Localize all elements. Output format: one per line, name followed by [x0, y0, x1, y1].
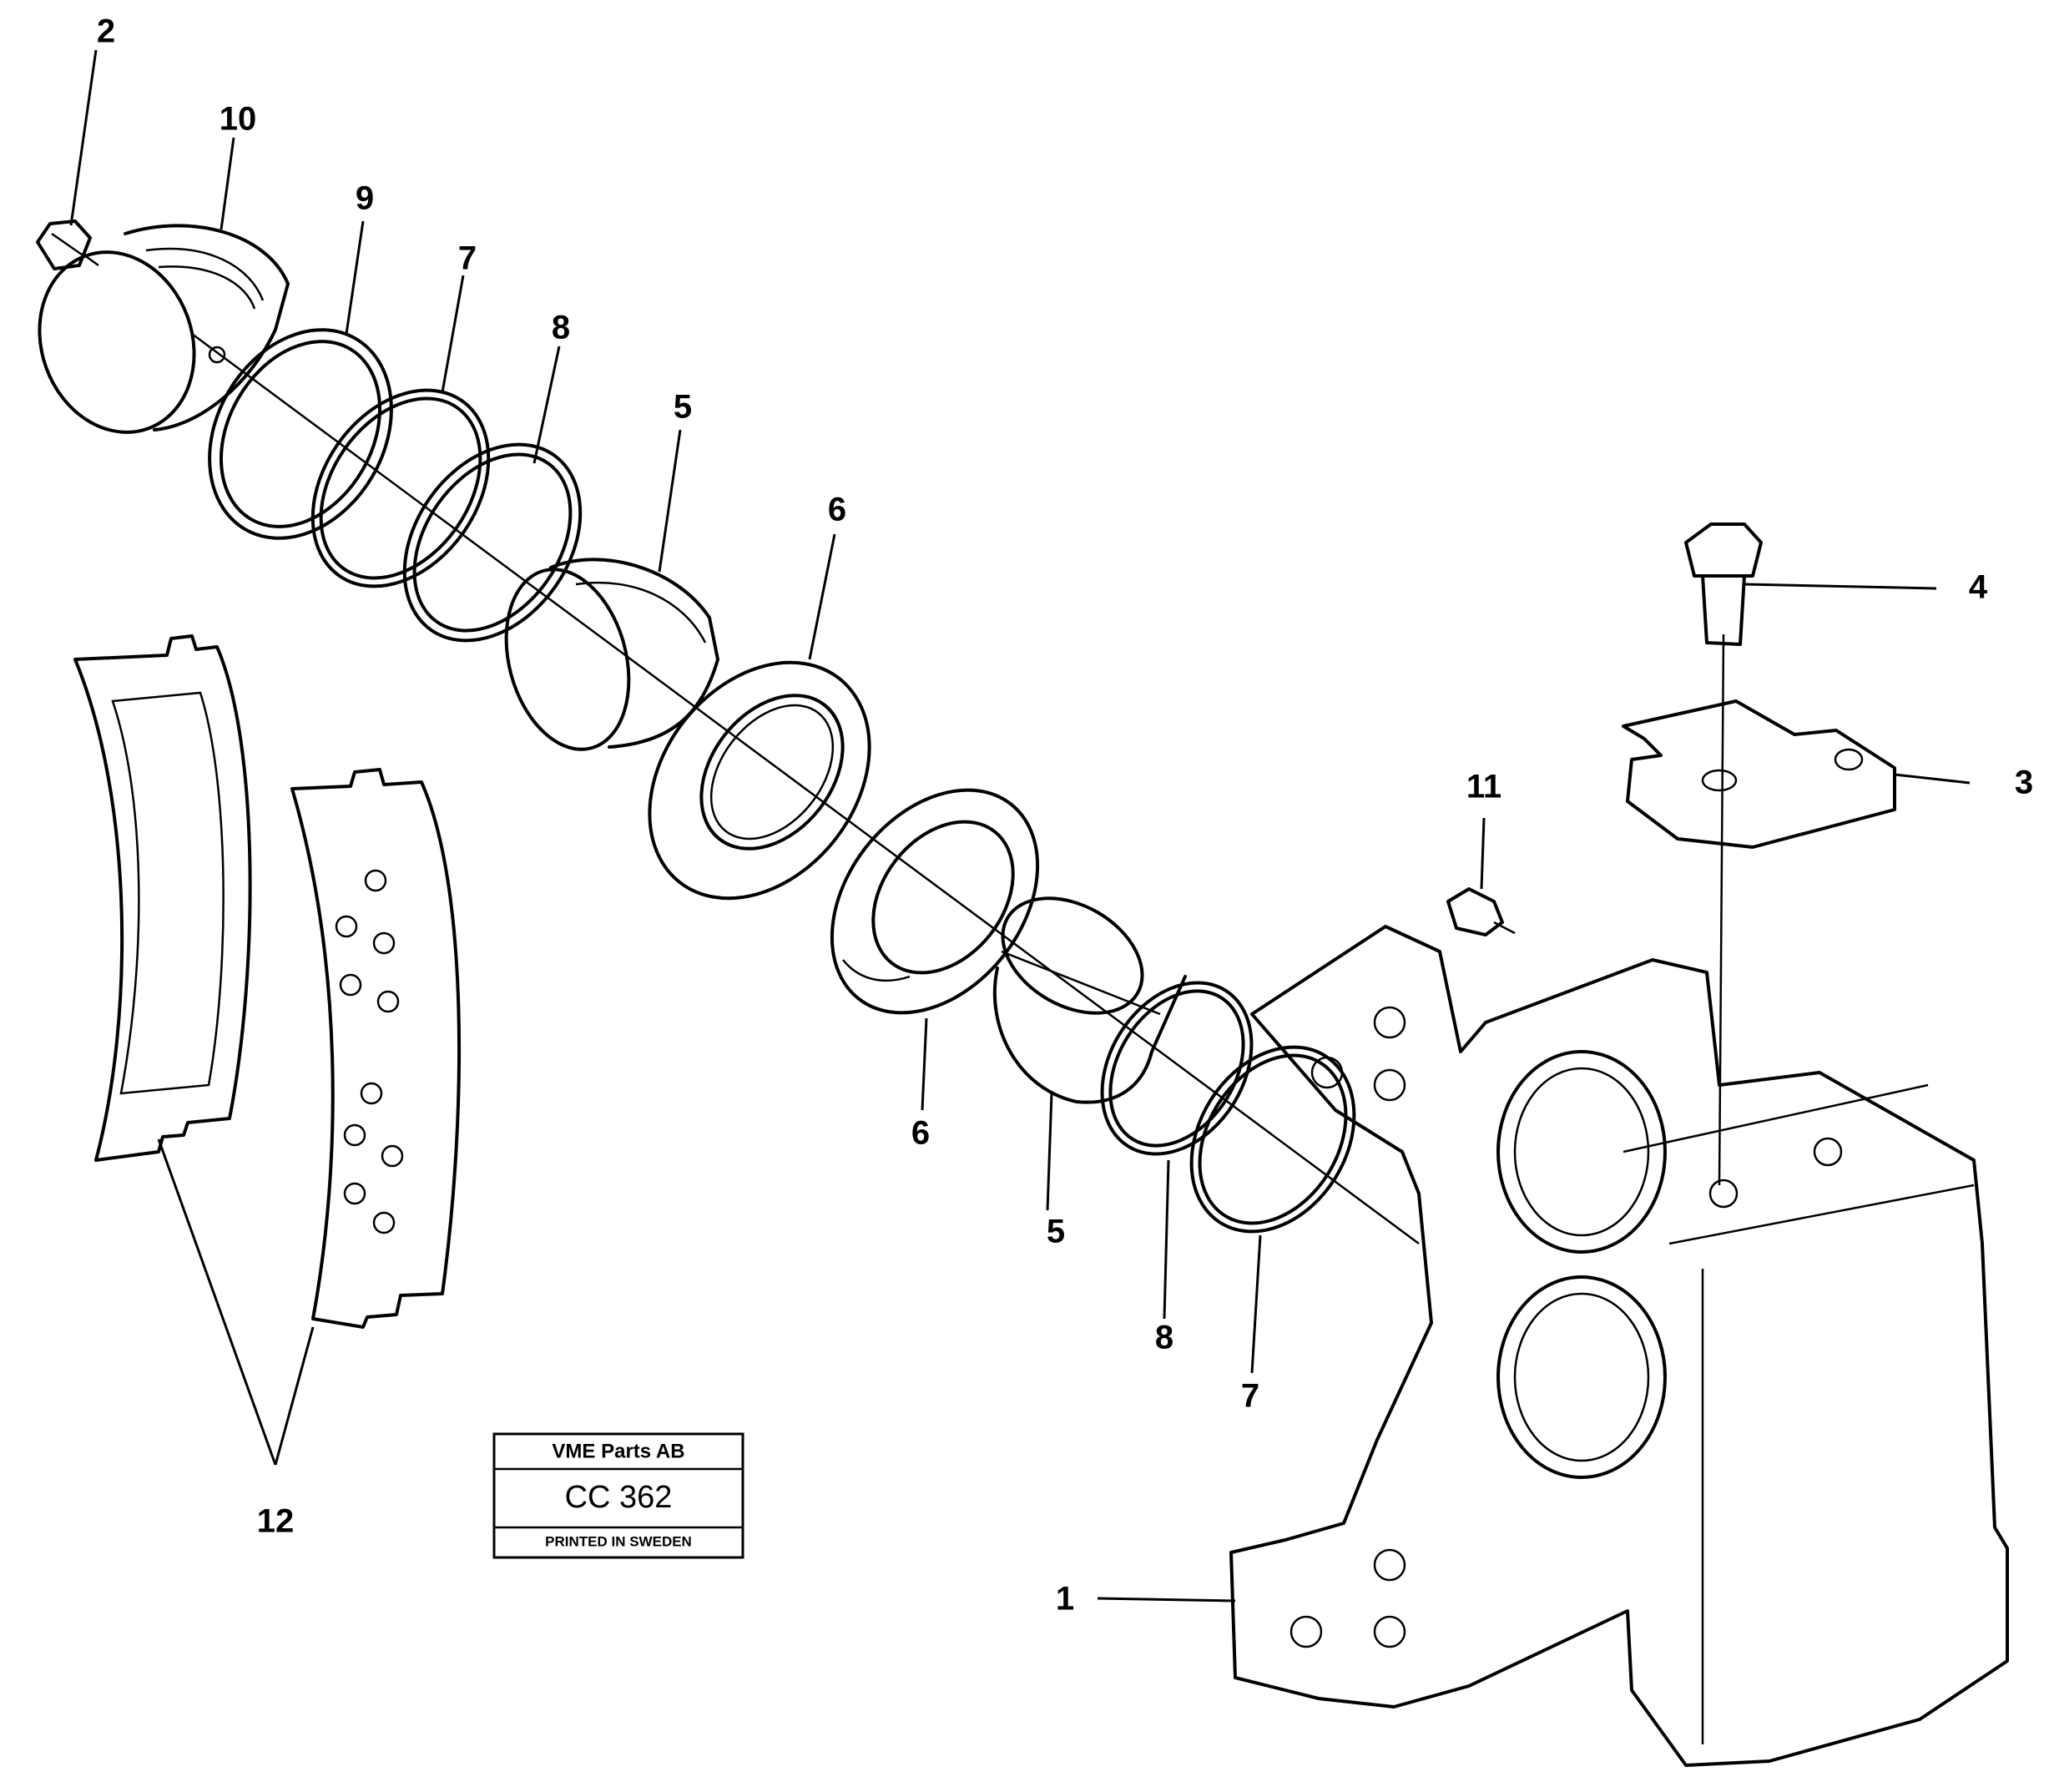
- callout-1: 1: [1056, 1581, 1074, 1618]
- leader-8a: [532, 346, 561, 464]
- callout-6b: 6: [911, 1115, 930, 1152]
- piston-lower-part: [992, 896, 1187, 1104]
- leader-8b: [1163, 1159, 1170, 1320]
- leader-6a: [808, 533, 836, 660]
- leader-1: [1097, 1597, 1236, 1603]
- grease-nipple-part: [1446, 887, 1516, 936]
- leader-5a: [658, 429, 682, 573]
- leader-7b: [1250, 1234, 1262, 1374]
- seal-ring-part: [208, 328, 393, 540]
- callout-2: 2: [97, 13, 115, 50]
- stamp-code: CC 362: [565, 1480, 673, 1515]
- piston-upper-part: [504, 558, 719, 751]
- stamp-company: VME Parts AB: [552, 1440, 684, 1462]
- callout-8b: 8: [1155, 1320, 1173, 1356]
- o-ring-upper-part: [310, 388, 491, 588]
- callout-5a: 5: [674, 389, 692, 426]
- bolt-axis: [1718, 634, 1725, 1186]
- stamp-printed: PRINTED IN SWEDEN: [545, 1533, 692, 1549]
- brake-pad-right-part: [290, 768, 462, 1329]
- leader-7a: [441, 275, 465, 393]
- callout-3: 3: [2015, 765, 2033, 801]
- leader-10: [220, 137, 235, 230]
- leader-6b: [921, 1017, 928, 1111]
- leader-12b: [274, 1326, 315, 1466]
- brake-pad-left-part: [73, 634, 252, 1162]
- leader-11: [1480, 817, 1486, 890]
- callout-4: 4: [1969, 569, 1988, 606]
- leader-3: [1894, 773, 1971, 785]
- leader-12a: [157, 1138, 277, 1466]
- callout-9: 9: [356, 180, 374, 217]
- caliper-body-part: [1229, 925, 2009, 1767]
- callout-8a: 8: [552, 310, 570, 346]
- retaining-plate-part: [1622, 699, 1896, 849]
- callout-10: 10: [220, 101, 257, 138]
- dust-seal-upper-part: [648, 660, 871, 901]
- dust-seal-lower-part: [830, 788, 1040, 1015]
- leader-5b: [1046, 1093, 1053, 1211]
- callout-11: 11: [1466, 769, 1501, 805]
- callout-5b: 5: [1047, 1214, 1065, 1250]
- parts-stamp: VME Parts AB CC 362 PRINTED IN SWEDEN: [492, 1432, 744, 1559]
- bleed-nipple-part: [36, 220, 99, 270]
- bolt-part: [1684, 522, 1763, 646]
- leader-2: [69, 49, 98, 226]
- backup-ring-lower-part: [1100, 981, 1254, 1156]
- callout-6a: 6: [828, 492, 846, 528]
- callout-12: 12: [257, 1503, 295, 1540]
- backup-ring-upper-part: [402, 442, 583, 643]
- o-ring-lower-part: [1189, 1045, 1356, 1234]
- cylinder-cap-part: [38, 224, 290, 434]
- callout-7a: 7: [458, 240, 477, 277]
- leader-9: [345, 220, 365, 335]
- callout-7b: 7: [1241, 1378, 1259, 1415]
- leader-4: [1744, 583, 1937, 590]
